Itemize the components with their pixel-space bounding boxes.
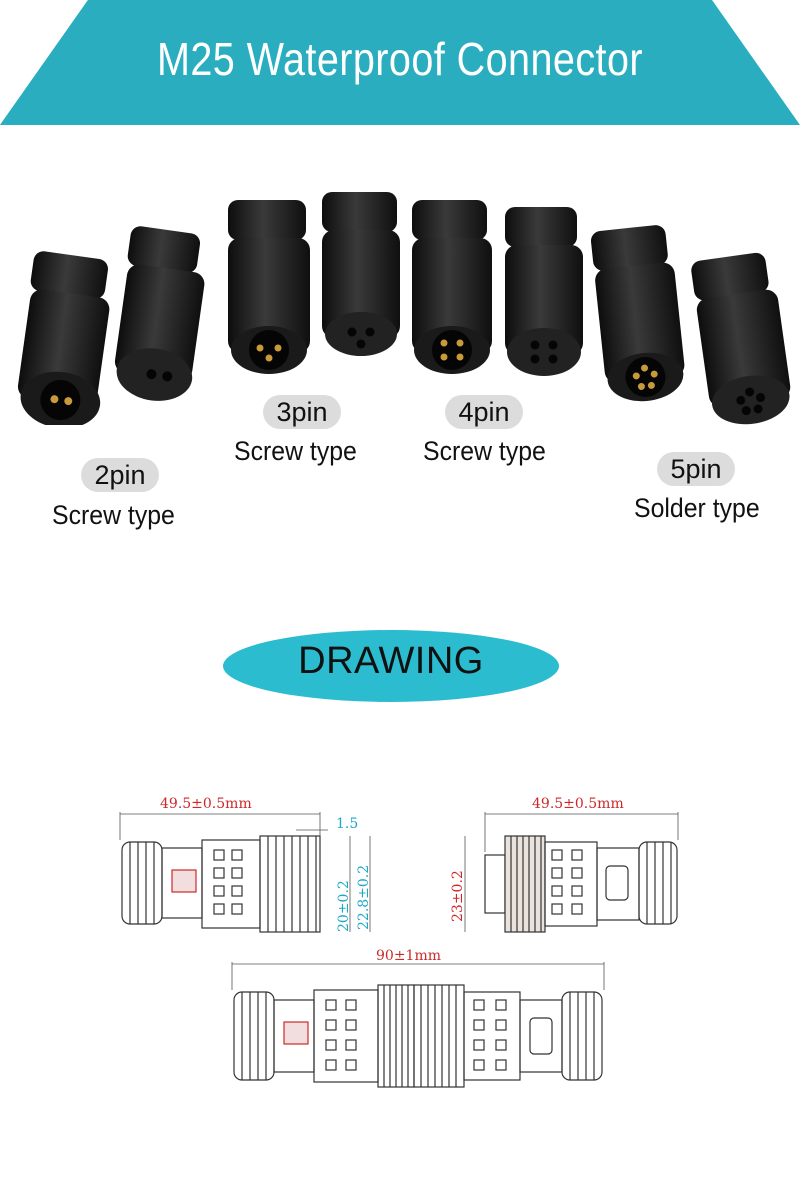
connector-5pin-male (590, 225, 685, 402)
connector-4pin-male (412, 200, 492, 374)
connector-2pin-male (17, 251, 110, 425)
dim-female-length: 49.5±0.5mm (532, 796, 624, 812)
connector-2pin-female (114, 226, 205, 401)
type-caption-3pin: Screw type (234, 436, 357, 466)
dim-outer-diameter: 22.8±0.2 (356, 865, 372, 930)
type-caption-2pin: Screw type (52, 500, 175, 530)
technical-drawing: 49.5±0.5mm 49.5±0.5mm 1.5 20±0.2 22.8±0.… (119, 796, 679, 1088)
pin-badge-2pin: 2pin (81, 458, 159, 492)
connector-5pin-female (691, 252, 791, 425)
dim-male-length: 49.5±0.5mm (160, 796, 252, 812)
dim-female-diameter: 23±0.2 (450, 870, 466, 922)
drawing-heading: DRAWING (298, 640, 484, 682)
type-caption-4pin: Screw type (423, 436, 546, 466)
dim-total-length: 90±1mm (376, 948, 441, 964)
connector-3pin-female (322, 192, 400, 356)
female-connector-drawing (484, 835, 678, 933)
male-connector-drawing (121, 835, 321, 933)
type-caption-5pin: Solder type (634, 493, 760, 523)
dim-inner-diameter: 20±0.2 (336, 880, 352, 932)
dim-thread-pitch: 1.5 (336, 816, 358, 832)
pin-badge-4pin: 4pin (445, 395, 523, 429)
page-title: M25 Waterproof Connector (156, 33, 643, 85)
connector-product-photos (17, 192, 791, 425)
assembled-connector-drawing (233, 984, 603, 1088)
connector-3pin-male (228, 200, 310, 374)
pin-badge-5pin: 5pin (657, 452, 735, 486)
connector-4pin-female (505, 207, 583, 376)
drawing-heading-pill (223, 630, 559, 702)
pin-badge-3pin: 3pin (263, 395, 341, 429)
title-banner (0, 0, 800, 125)
